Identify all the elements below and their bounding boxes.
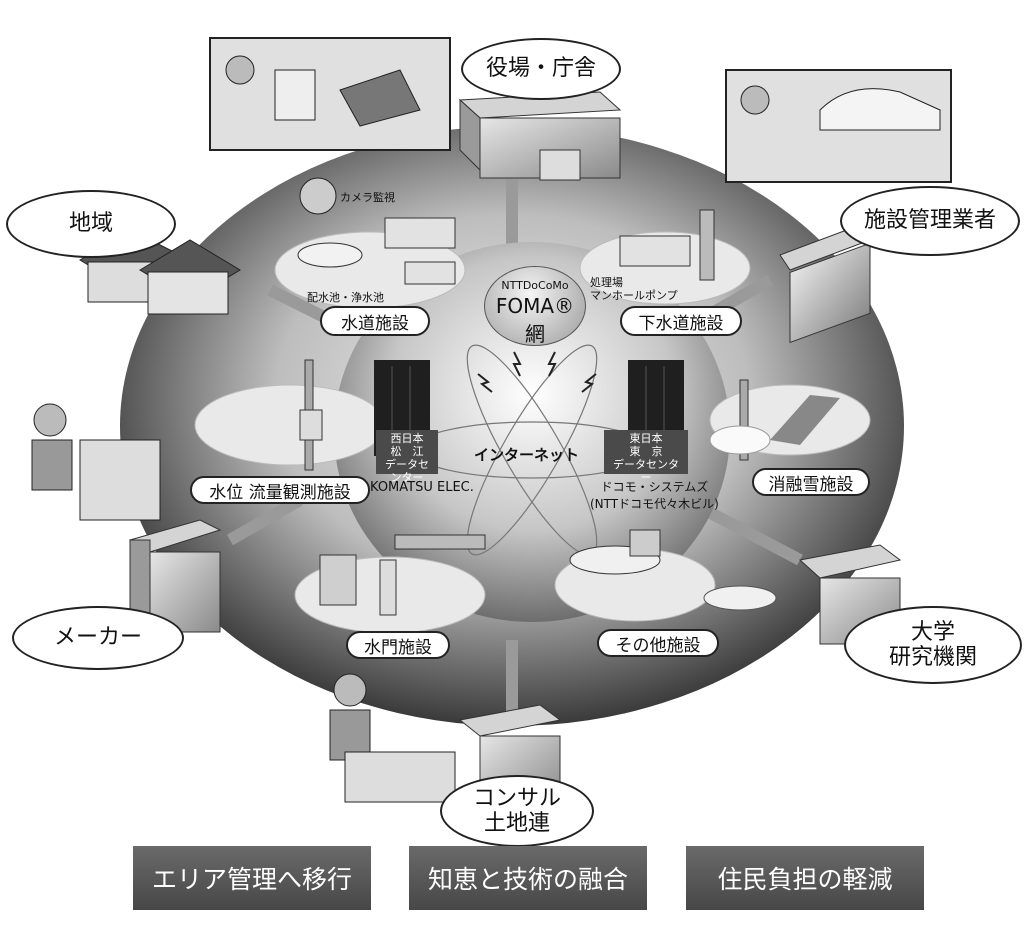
- benefit-area-management: エリア管理へ移行: [133, 846, 371, 910]
- building-facility-manager: [779, 224, 871, 344]
- office-scene-top-right: [725, 69, 952, 183]
- company-west: KOMATSU ELEC.: [370, 480, 474, 495]
- label-water-supply: 水道施設: [320, 306, 430, 336]
- building-town-hall: [458, 91, 622, 181]
- sluice-gate-icons: [319, 534, 486, 616]
- annotation-reservoir: 配水池・浄水池: [307, 291, 384, 304]
- company-east: ドコモ・システムズ (NTTドコモ代々木ビル): [590, 480, 719, 511]
- benefit-knowledge-fusion: 知恵と技術の融合: [409, 846, 647, 910]
- label-snow-melt: 消融雪施設: [752, 468, 870, 496]
- label-water-level: 水位 流量観測施設: [190, 476, 370, 504]
- label-region: 地域: [6, 190, 176, 258]
- datacenter-west-label: 西日本 松 江 データセンター: [376, 430, 438, 484]
- person-left: [31, 403, 161, 521]
- label-other-facility: その他施設: [597, 629, 719, 657]
- sewer-facility-icons: [619, 209, 715, 281]
- spokes: [227, 170, 803, 720]
- water-facility-icons: [297, 177, 456, 285]
- inner-disc: [334, 242, 730, 622]
- label-university: 大学 研究機関: [844, 606, 1022, 684]
- foma-network-label: FOMA® 網: [495, 294, 575, 346]
- office-scene-top-left: [209, 37, 451, 151]
- foma-network-bubble: NTTDoCoMo FOMA® 網: [484, 266, 586, 346]
- person-bottom: [329, 673, 456, 803]
- internet-label: インターネット: [474, 446, 580, 464]
- label-maker: メーカー: [12, 606, 184, 670]
- label-town-hall: 役場・庁舎: [461, 38, 621, 100]
- building-maker: [128, 519, 222, 633]
- other-facility-icons: [569, 529, 777, 611]
- label-consultant: コンサル 土地連: [440, 775, 594, 847]
- water-level-icons: [299, 359, 323, 471]
- annotation-manhole-pump: マンホールポンプ: [590, 289, 678, 302]
- label-sewer: 下水道施設: [620, 306, 742, 336]
- label-facility-manager: 施設管理業者: [840, 186, 1020, 256]
- datacenter-east-label: 東日本 東 京 データセンター: [604, 430, 688, 484]
- annotation-camera: カメラ監視: [340, 191, 395, 204]
- benefit-resident-burden: 住民負担の軽減: [686, 846, 924, 910]
- wireless-bolts: [477, 351, 597, 393]
- annotation-treatment: 処理場: [590, 276, 623, 289]
- snow-melt-icons: [709, 379, 840, 461]
- label-sluice-gate: 水門施設: [346, 631, 450, 659]
- foma-provider-label: NTTDoCoMo: [501, 279, 569, 292]
